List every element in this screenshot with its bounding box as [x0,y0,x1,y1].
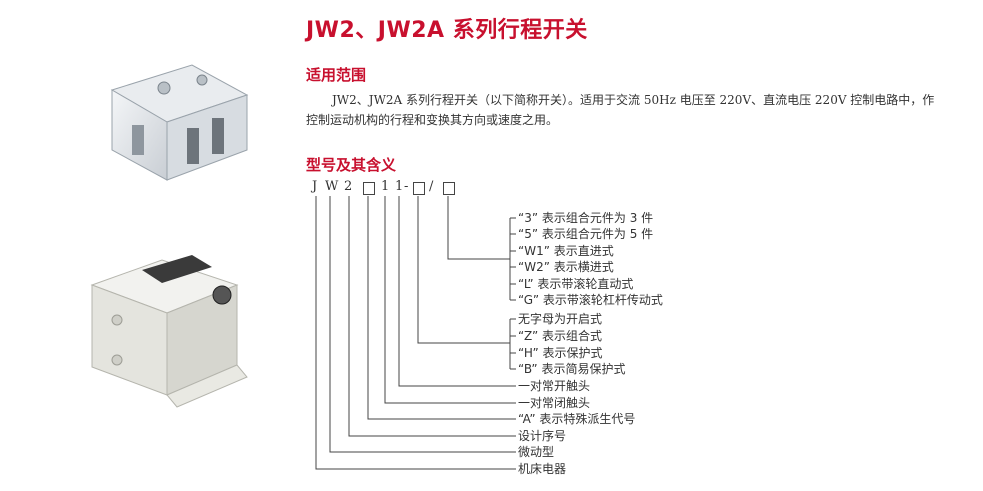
label-form-w1: “W1” 表示直进式 [518,244,614,258]
label-type-open: 无字母为开启式 [518,312,603,326]
code-box-a [363,182,375,195]
label-no-contact: 一对常开触头 [518,379,591,393]
code-char-1a: 1 [381,179,390,194]
section-usage-heading: 适用范围 [306,66,367,84]
code-char-w: W [325,179,339,194]
code-box-form [443,182,455,195]
code-slash: / [429,179,434,194]
label-form-3: “3” 表示组合元件为 3 件 [518,211,654,225]
page-title: JW2、JW2A 系列行程开关 [306,18,588,43]
label-form-w2: “W2” 表示横进式 [518,260,614,274]
label-derivative-code: “A” 表示特殊派生代号 [518,412,636,426]
usage-paragraph: JW2、JW2A 系列行程开关（以下简称开关）。适用于交流 50Hz 电压至 2… [306,90,946,130]
label-type-h: “H” 表示保护式 [518,346,603,360]
usage-text: JW2、JW2A 系列行程开关（以下简称开关）。适用于交流 50Hz 电压至 2… [306,93,935,127]
label-form-l: “L” 表示带滚轮直动式 [518,277,634,291]
section-model-heading: 型号及其含义 [306,156,397,174]
label-type-z: “Z” 表示组合式 [518,329,603,343]
code-char-1b: 1 [395,179,404,194]
code-dash: - [404,179,409,194]
label-design-number: 设计序号 [518,429,567,443]
code-char-j: J [312,179,318,194]
label-type-b: “B” 表示简易保护式 [518,362,626,376]
code-box-type [413,182,425,195]
product-image-transparent-switch [110,64,249,181]
label-micro-type: 微动型 [518,445,555,459]
label-form-5: “5” 表示组合元件为 5 件 [518,227,654,241]
label-machine-tool: 机床电器 [518,462,567,476]
label-form-g: “G” 表示带滚轮杠杆传动式 [518,293,663,307]
code-char-2: 2 [344,179,353,194]
label-nc-contact: 一对常闭触头 [518,396,591,410]
product-image-micro-switch [90,255,248,408]
